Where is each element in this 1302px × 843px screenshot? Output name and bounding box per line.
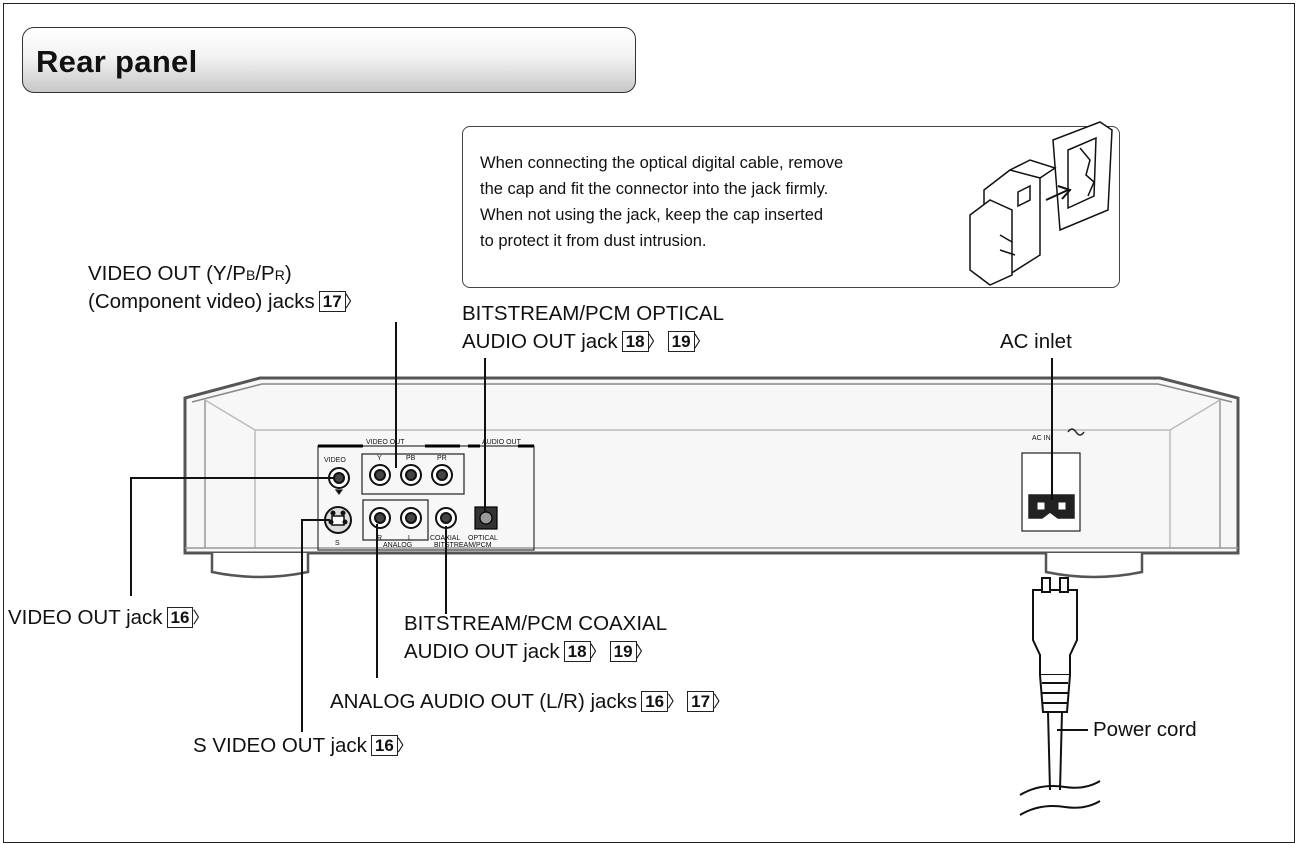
ac-inlet-label: AC inlet <box>1000 330 1072 353</box>
note-line-4: to protect it from dust intrusion. <box>480 232 707 250</box>
coaxial-label-line1: BITSTREAM/PCM COAXIAL <box>404 612 668 635</box>
note-line-3: When not using the jack, keep the cap in… <box>480 206 824 224</box>
title-box <box>22 27 636 93</box>
jack-panel <box>317 444 535 551</box>
page-ref: 19 <box>667 331 695 352</box>
marking-l: L <box>408 535 412 542</box>
optical-note-box <box>462 126 1120 288</box>
marking-pb: PB <box>406 455 416 462</box>
page-ref: 18 <box>563 641 591 662</box>
marking-audio-out: AUDIO OUT <box>482 439 522 446</box>
panel-markings: VIDEO OUT AUDIO OUT VIDEO Y PB PR S R L … <box>324 435 1051 549</box>
page-ref: 16 <box>641 691 669 712</box>
page-ref: 19 <box>609 641 637 662</box>
marking-pr: PR <box>437 455 447 462</box>
page-ref: 16 <box>370 735 398 756</box>
note-line-1: When connecting the optical digital cabl… <box>480 154 844 172</box>
marking-coaxial: COAXIAL <box>430 535 460 542</box>
optical-cap-illustration <box>969 121 1113 286</box>
marking-optical: OPTICAL <box>468 535 498 542</box>
marking-ac-in: AC IN <box>1032 435 1051 442</box>
page-ref: 17 <box>318 291 346 312</box>
page-ref: 18 <box>621 331 649 352</box>
page-ref: 17 <box>687 691 715 712</box>
marking-analog: ANALOG <box>383 542 412 549</box>
power-cord-illustration <box>1019 577 1101 816</box>
leader-lines <box>130 322 1088 732</box>
power-cord-label: Power cord <box>1093 718 1197 741</box>
marking-y: Y <box>377 455 382 462</box>
page-ref: 16 <box>166 607 194 628</box>
marking-r: R <box>377 535 382 542</box>
optical-label-line1: BITSTREAM/PCM OPTICAL <box>462 302 724 325</box>
marking-bitstream: BITSTREAM/PCM <box>434 542 492 549</box>
marking-video: VIDEO <box>324 457 346 464</box>
page-title: Rear panel <box>36 44 198 79</box>
component-video-label-line1: VIDEO OUT (Y/PB/PR) <box>88 262 292 285</box>
note-line-2: the cap and fit the connector into the j… <box>480 180 829 198</box>
marking-s: S <box>335 540 340 547</box>
marking-video-out: VIDEO OUT <box>366 439 405 446</box>
